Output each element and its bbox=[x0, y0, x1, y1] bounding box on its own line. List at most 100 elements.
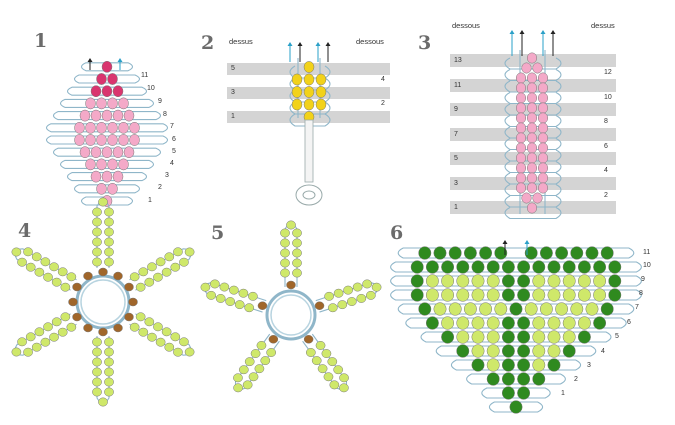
panel6-bead bbox=[555, 246, 569, 260]
panel4-green-bead bbox=[135, 282, 146, 292]
panel3-bead bbox=[515, 132, 527, 144]
panel4-green-bead bbox=[104, 377, 114, 387]
panel6-bead bbox=[486, 260, 500, 274]
panel1-bead bbox=[112, 109, 124, 122]
panel6-bead bbox=[562, 274, 576, 288]
panel4-green-bead bbox=[66, 322, 77, 332]
panel1-bead bbox=[107, 134, 118, 146]
panel2-bead bbox=[303, 86, 315, 98]
panel2-bead bbox=[315, 73, 327, 86]
panel6-bead bbox=[577, 260, 591, 274]
panel6-row-label: 10 bbox=[643, 262, 651, 269]
panel5-green-bead bbox=[256, 341, 267, 350]
panel5-green-bead bbox=[242, 380, 253, 390]
panel-number-5: 5 bbox=[211, 222, 225, 244]
panel4-green-bead bbox=[51, 317, 62, 327]
panel5-green-bead bbox=[343, 285, 353, 295]
panel1-wire-loop bbox=[80, 62, 134, 72]
panel1-bead bbox=[74, 121, 85, 134]
panel1-bead bbox=[96, 73, 107, 85]
panel3-wire-loop bbox=[504, 207, 562, 220]
panel2-bead bbox=[303, 61, 315, 73]
panel4-green-bead bbox=[170, 332, 181, 342]
panel6-bead bbox=[593, 260, 607, 274]
panel2-bead bbox=[315, 98, 327, 111]
panel6-bead bbox=[456, 274, 470, 288]
panel3-bead bbox=[537, 172, 549, 184]
panel4-green-bead bbox=[60, 282, 71, 292]
panel5-green-bead bbox=[333, 288, 344, 298]
panel3-bead bbox=[515, 112, 527, 124]
panel3-bead bbox=[526, 152, 538, 164]
panel5-green-bead bbox=[356, 294, 367, 303]
panel1-bead bbox=[112, 85, 124, 98]
panel6-bead bbox=[418, 302, 432, 316]
panel4-brown-bead bbox=[98, 327, 108, 337]
panel6-bead bbox=[486, 358, 500, 372]
panel3-bead bbox=[526, 172, 538, 184]
panel5-green-bead bbox=[339, 373, 349, 383]
panel6-bead bbox=[501, 344, 515, 358]
panel4-green-bead bbox=[92, 247, 102, 257]
panel6-bead bbox=[517, 260, 531, 274]
panel6-bead bbox=[471, 260, 485, 274]
panel4-brown-bead bbox=[72, 282, 82, 292]
panel5-green-bead bbox=[280, 238, 290, 248]
panel4-brown-bead bbox=[124, 282, 134, 292]
panel5-green-bead bbox=[238, 288, 249, 298]
panel6-bead bbox=[532, 288, 546, 302]
panel3-row-label-left: 13 bbox=[454, 57, 462, 64]
panel4-brown-bead bbox=[83, 271, 93, 281]
panel4-green-bead bbox=[104, 367, 114, 377]
panel6-bead bbox=[562, 316, 576, 330]
panel3-bead bbox=[515, 162, 527, 174]
panel6-bead bbox=[539, 302, 553, 316]
panel1-wire-loop bbox=[52, 147, 162, 157]
panel4-green-bead bbox=[92, 237, 102, 247]
panel3-bead bbox=[526, 142, 538, 154]
panel3-bead bbox=[537, 142, 549, 154]
panel6-bead bbox=[562, 260, 576, 274]
panel2-bead bbox=[303, 98, 315, 111]
panel2-arrow-blue-head bbox=[287, 42, 293, 46]
panel6-bead bbox=[418, 246, 432, 260]
panel4-green-bead bbox=[51, 277, 62, 287]
panel3-bead bbox=[526, 132, 538, 144]
panel5-green-bead bbox=[280, 268, 290, 278]
panel5-green-bead bbox=[244, 357, 255, 367]
panel5-green-bead bbox=[292, 268, 302, 278]
panel1-bead bbox=[90, 170, 102, 183]
panel4-brown-bead bbox=[128, 297, 138, 307]
panel1-row-label: 6 bbox=[172, 136, 176, 143]
panel6-row-label: 8 bbox=[639, 290, 643, 297]
panel1-wire-loop bbox=[45, 135, 169, 145]
panel5-green-bead bbox=[346, 297, 357, 306]
panel5-brown-bead bbox=[257, 301, 268, 310]
panel6-bead bbox=[425, 260, 439, 274]
panel3-bead bbox=[537, 132, 549, 144]
panel5-green-bead bbox=[337, 300, 348, 310]
panel4-green-bead-tip bbox=[184, 347, 195, 357]
panel2-header-left: dessus bbox=[229, 37, 253, 46]
panel1-arrow-blue-head bbox=[117, 58, 123, 62]
panel4-green-bead bbox=[104, 337, 114, 347]
panel6-bead bbox=[501, 260, 515, 274]
panel1-bead bbox=[123, 109, 135, 122]
panel5-green-bead bbox=[234, 300, 245, 310]
panel6-bead bbox=[577, 288, 591, 302]
panel2-tool-handle bbox=[304, 119, 314, 183]
panel1-bead bbox=[118, 158, 129, 171]
panel6-wire-loop bbox=[481, 387, 551, 399]
panel6-bead bbox=[547, 288, 561, 302]
panel5-brown-bead bbox=[314, 301, 325, 310]
panel4-green-bead bbox=[60, 312, 71, 322]
panel5-brown-bead bbox=[286, 280, 296, 290]
panel5-green-bead-tip bbox=[371, 282, 382, 292]
panel4-green-bead bbox=[104, 237, 114, 247]
panel3-arrow-dark-2-head bbox=[550, 30, 556, 34]
panel2-bead bbox=[291, 98, 303, 111]
panel4-green-bead bbox=[23, 247, 33, 257]
panel3-arrow-dark-head bbox=[519, 30, 525, 34]
panel3-bead bbox=[526, 82, 538, 94]
panel6-bead bbox=[425, 316, 439, 330]
